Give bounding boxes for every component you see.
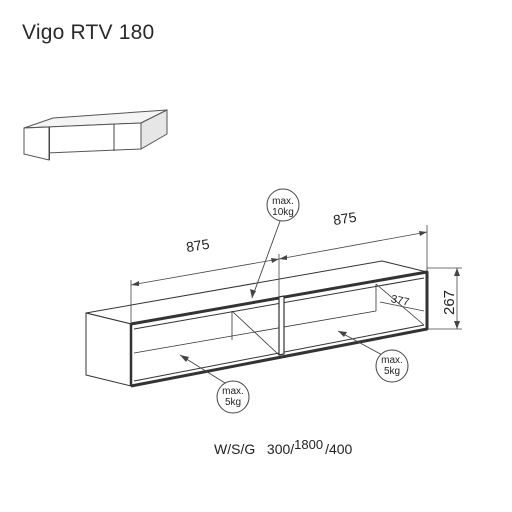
- dimension-arrowheads: [131, 231, 460, 329]
- load-top-line1: max.: [272, 196, 294, 207]
- dim-height-label: 267: [441, 290, 458, 315]
- load-left-line2: 5kg: [225, 397, 241, 408]
- dimension-height: /400: [325, 441, 353, 457]
- load-top-line2: 10kg: [272, 207, 294, 218]
- shelf-unit: [85, 260, 429, 388]
- dimensions-label: W/S/G: [214, 441, 256, 457]
- dimension-width: 300/: [266, 441, 295, 457]
- load-callout-right: max. 5kg: [337, 330, 409, 383]
- load-callout-top: max. 10kg: [250, 188, 300, 299]
- load-right-line2: 5kg: [384, 366, 400, 377]
- load-right-line1: max.: [381, 355, 403, 366]
- load-callout-left: max. 5kg: [179, 354, 250, 414]
- dim-left-label: 875: [185, 236, 211, 255]
- product-title: Vigo RTV 180: [22, 21, 155, 44]
- load-left-line1: max.: [222, 386, 244, 397]
- dimensions-line: W/S/G 300/1800/400: [214, 437, 353, 457]
- dimension-lines: [130, 225, 462, 330]
- dim-depth-label: 377: [390, 293, 410, 309]
- dim-right-label: 875: [332, 209, 358, 228]
- thumbnail-cabinet: [23, 109, 168, 161]
- dimension-depth: 1800: [294, 437, 324, 452]
